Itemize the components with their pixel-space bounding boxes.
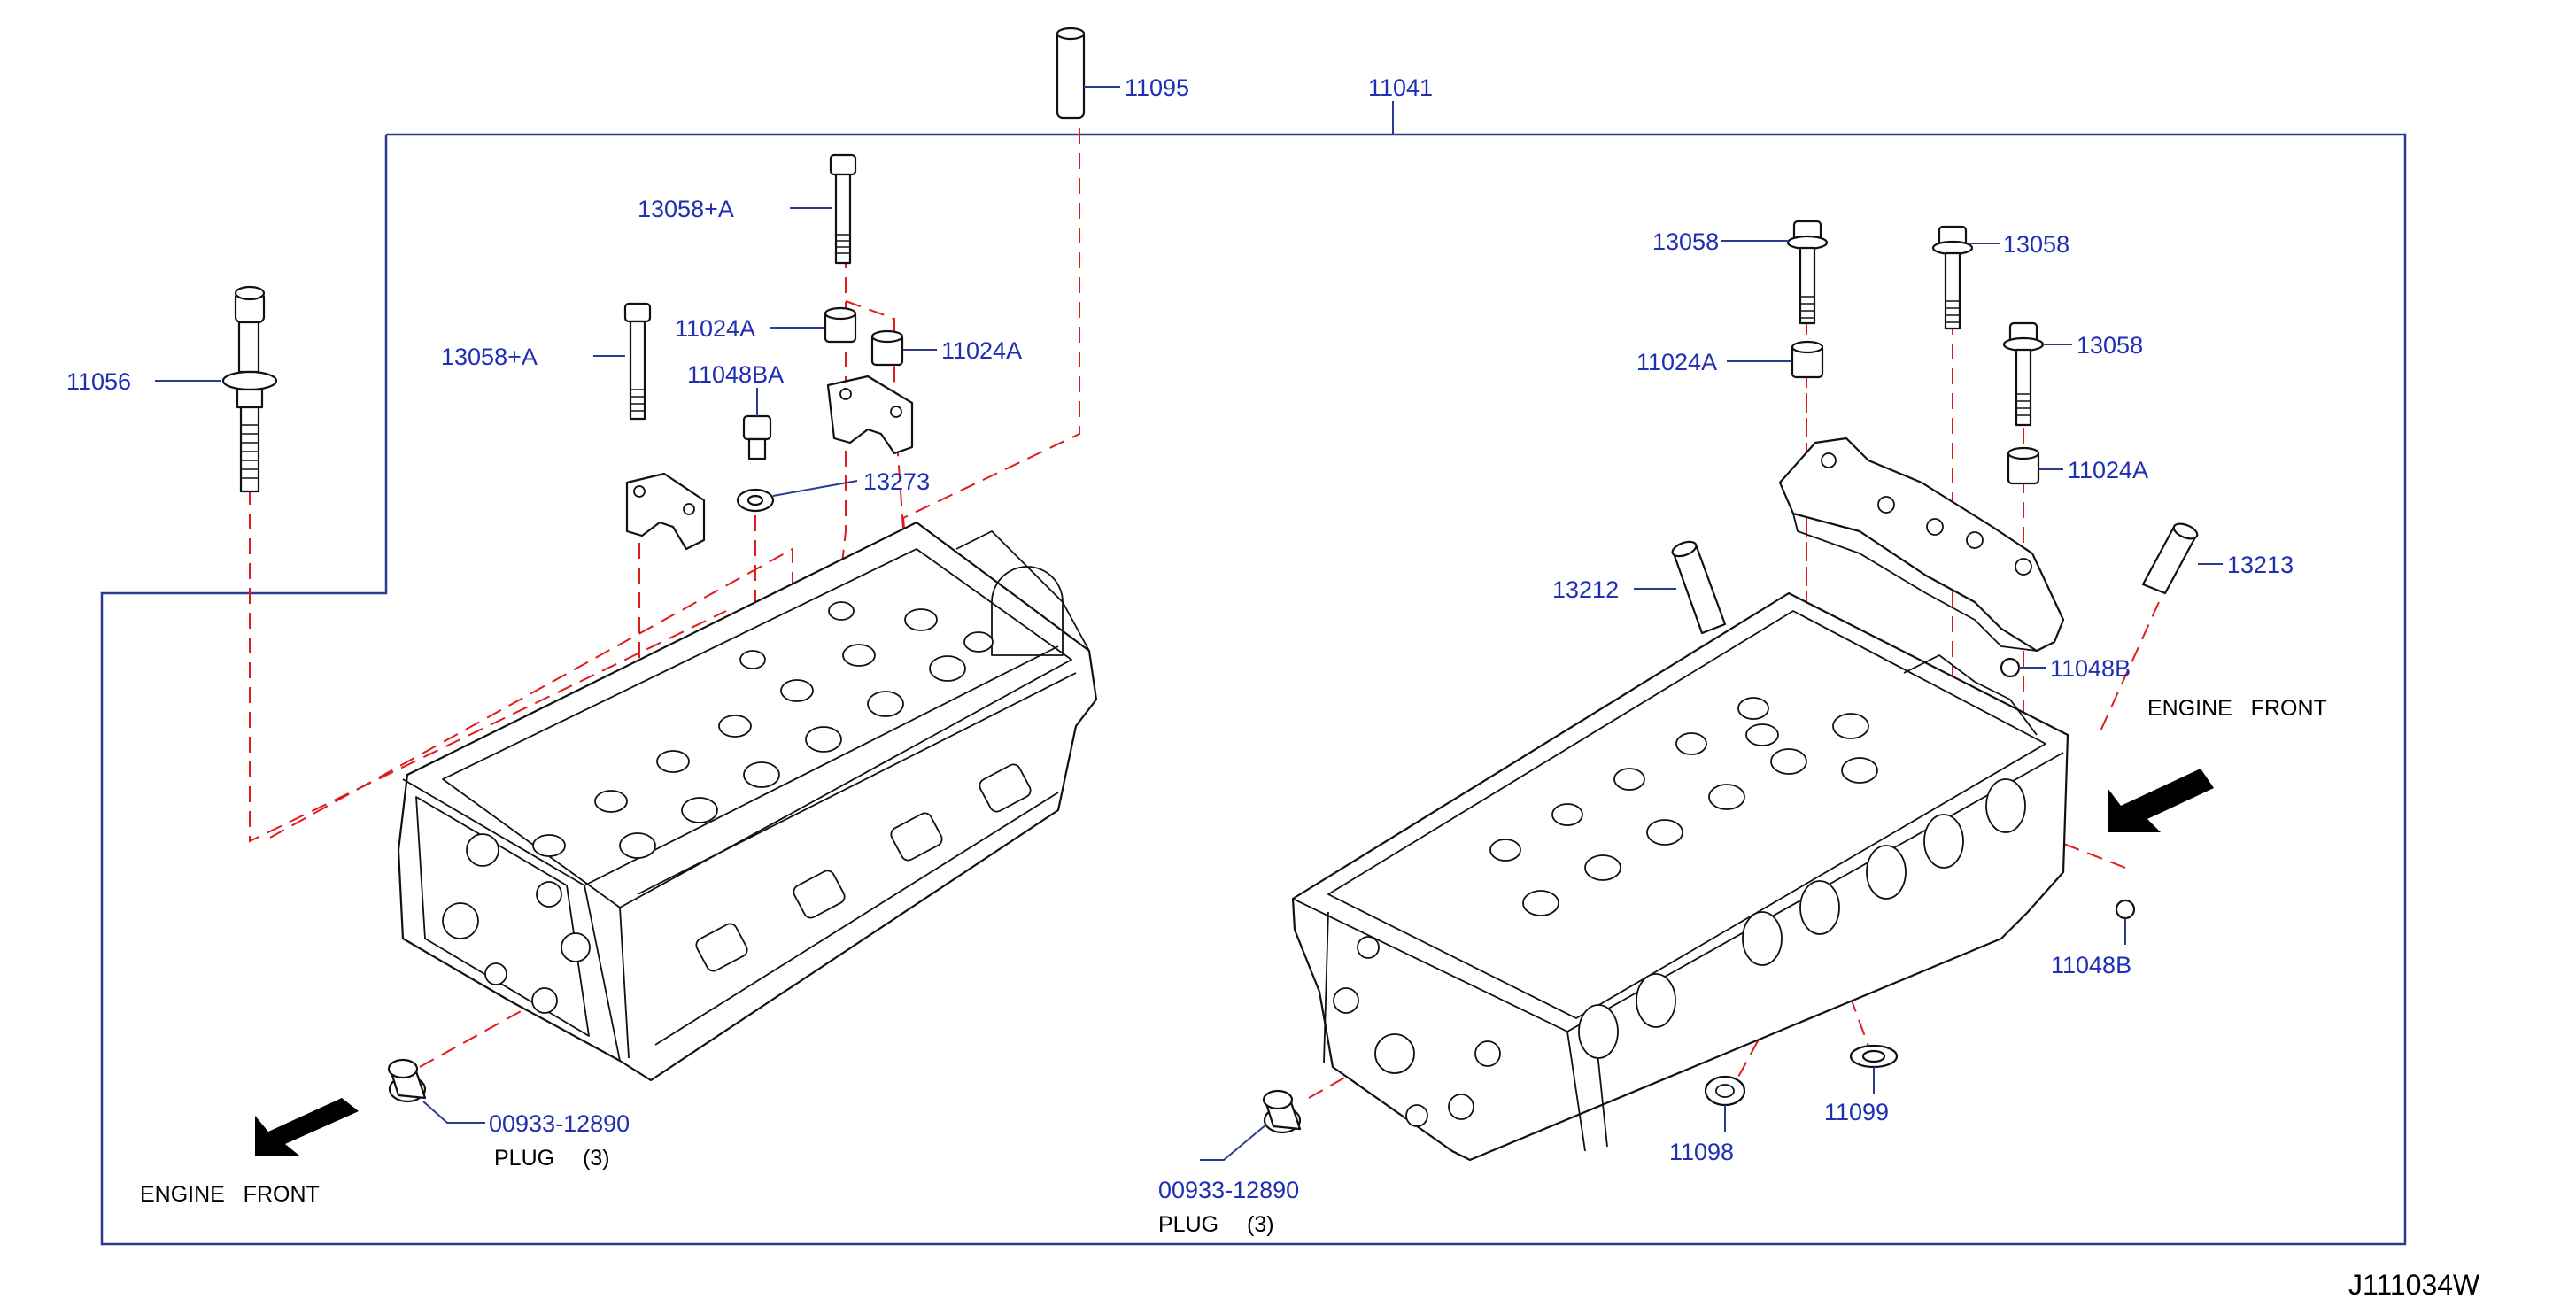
label-plug-left: 00933-12890 — [489, 1110, 630, 1137]
label-13058a-top: 13058+A — [638, 196, 734, 222]
label-13058a-left: 13058+A — [441, 344, 538, 370]
bolt-13058a-left — [623, 302, 652, 421]
plug-11048ba — [742, 414, 772, 460]
washer-11024a-right-2 — [2007, 446, 2040, 485]
label-13058-right-3: 13058 — [2077, 332, 2143, 359]
engine-front-arrow-left — [255, 1098, 359, 1156]
washer-11024a-right-1 — [1791, 340, 1824, 379]
label-11024a-right-2: 11024A — [2068, 457, 2148, 483]
bolt-13058-right-2 — [1931, 225, 1974, 330]
engine-front-label-right: ENGINE FRONT — [2147, 696, 2327, 721]
label-13212: 13212 — [1552, 576, 1619, 603]
washer-11024a-left-a — [824, 306, 857, 344]
engine-front-arrow-right — [2108, 769, 2214, 832]
label-11024a-right-1: 11024A — [1636, 349, 1717, 375]
cylinder-head-left — [397, 521, 1098, 1082]
annotations: PLUG (3) PLUG (3) ENGINE FRONT ENGINE FR… — [140, 696, 2480, 1301]
seal-11098 — [1704, 1075, 1746, 1107]
washer-11024a-left-b — [870, 329, 904, 367]
label-plug-right: 00933-12890 — [1158, 1177, 1299, 1203]
label-11048b-2: 11048B — [2051, 952, 2131, 978]
washer-13273 — [736, 488, 775, 513]
label-11048ba: 11048BA — [687, 361, 784, 388]
label-13058-right-1: 13058 — [1652, 228, 1719, 255]
plug-11048b-right-1 — [2000, 657, 2021, 678]
plug-label-right: PLUG — [1158, 1212, 1218, 1237]
camshaft-bracket — [1778, 437, 2065, 653]
label-13213: 13213 — [2227, 552, 2294, 578]
label-11024a-left-b: 11024A — [941, 337, 1022, 364]
leader-lines — [155, 86, 2223, 1161]
cap-bracket-left-1 — [625, 472, 706, 551]
tube-13213 — [2141, 522, 2199, 595]
part-labels: 11041 11095 11056 13058+A 13058+A 11024A… — [66, 74, 2294, 1203]
plug-label-left: PLUG — [494, 1146, 554, 1171]
label-13273: 13273 — [863, 468, 930, 495]
plug-qty-left: (3) — [583, 1146, 610, 1171]
plug-11048b-right-2 — [2115, 899, 2136, 920]
label-11041: 11041 — [1368, 74, 1433, 101]
dowel-pin-11095 — [1056, 27, 1086, 120]
tube-13212 — [1671, 540, 1727, 635]
bolt-13058-right-3 — [2002, 321, 2045, 427]
bolt-13058a-top — [829, 153, 857, 265]
label-13058-right-2: 13058 — [2003, 231, 2069, 258]
cap-bracket-left-2 — [826, 375, 914, 455]
plug-qty-right: (3) — [1247, 1212, 1274, 1237]
left-head-ports — [532, 601, 994, 859]
bolt-13058-right-1 — [1786, 220, 1829, 325]
label-11099: 11099 — [1824, 1099, 1889, 1125]
label-11095: 11095 — [1125, 74, 1189, 101]
engine-front-label-left: ENGINE FRONT — [140, 1182, 320, 1207]
label-11098: 11098 — [1669, 1139, 1734, 1165]
label-11056: 11056 — [66, 368, 131, 395]
right-head-intake-ports — [1578, 778, 2026, 1059]
diagram-code: J111034W — [2348, 1269, 2480, 1301]
plug-left — [387, 1058, 427, 1103]
label-11048b-1: 11048B — [2050, 655, 2131, 682]
left-head-exhaust-ports — [695, 763, 1032, 972]
plug-right — [1262, 1089, 1302, 1134]
left-head-front-face — [442, 833, 591, 1014]
head-bolt-11056 — [221, 285, 278, 493]
assembly-frame — [100, 133, 2407, 1246]
label-11024a-left-a: 11024A — [675, 315, 755, 342]
cylinder-head-right — [1291, 591, 2069, 1162]
right-head-front-face — [1333, 936, 1501, 1127]
right-head-ports — [1489, 697, 1878, 916]
seal-11099 — [1849, 1044, 1899, 1069]
